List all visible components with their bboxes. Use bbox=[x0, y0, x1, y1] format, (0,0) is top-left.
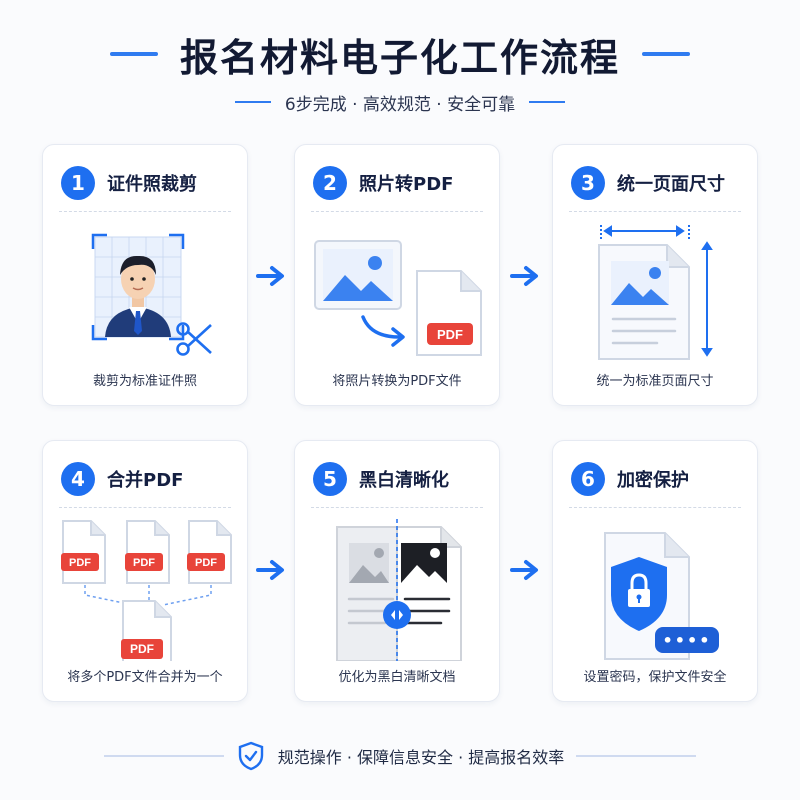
footer-text: 规范操作 · 保障信息安全 · 提高报名效率 bbox=[277, 748, 565, 767]
step-header: 4 合并PDF bbox=[61, 461, 237, 497]
footer-line-right bbox=[576, 755, 697, 757]
compare-slider-icon bbox=[383, 601, 411, 629]
divider bbox=[59, 211, 231, 212]
dimension-arrows-icon bbox=[600, 225, 713, 357]
step-title: 黑白清晰化 bbox=[359, 470, 449, 491]
footer: 规范操作 · 保障信息安全 · 提高报名效率 bbox=[0, 736, 800, 776]
step-caption: 统一为标准页面尺寸 bbox=[596, 374, 714, 389]
step-card-6: 6 加密保护 •••• 设置密码，保护文件安全 bbox=[552, 440, 758, 702]
title-dash-left bbox=[109, 52, 158, 56]
step-number: 2 bbox=[313, 166, 347, 200]
divider bbox=[569, 507, 741, 508]
pdf-file-icon bbox=[61, 520, 106, 584]
lock-shield-icon bbox=[611, 557, 667, 631]
divider bbox=[311, 507, 483, 508]
step-title: 合并PDF bbox=[107, 470, 184, 491]
step-number: 4 bbox=[61, 462, 95, 496]
step-number: 5 bbox=[313, 462, 347, 496]
step-title: 统一页面尺寸 bbox=[617, 174, 725, 195]
step-header: 3 统一页面尺寸 bbox=[571, 165, 747, 201]
merge-pdf-illustration: PDF PDF PDF PDF bbox=[61, 520, 232, 661]
page-title-row: 报名材料电子化工作流程 bbox=[0, 26, 800, 82]
arrow-right-icon bbox=[256, 560, 284, 580]
pdf-file-icon bbox=[416, 270, 482, 356]
page-size-illustration bbox=[598, 225, 713, 360]
pdf-badge-label: PDF bbox=[69, 557, 91, 569]
divider bbox=[59, 507, 231, 508]
shield-check-icon bbox=[238, 741, 263, 771]
arrow-right-icon bbox=[510, 266, 538, 286]
step-title: 照片转PDF bbox=[359, 174, 454, 195]
pdf-badge-label: PDF bbox=[133, 557, 155, 569]
step-card-4: 4 合并PDF PDF PDF PDF PDF 将 bbox=[42, 440, 248, 702]
pdf-file-icon bbox=[121, 600, 172, 661]
page-subtitle: 6步完成 · 高效规范 · 安全可靠 bbox=[284, 94, 516, 115]
divider bbox=[569, 211, 741, 212]
step-caption: 将照片转换为PDF文件 bbox=[332, 374, 462, 389]
pdf-file-icon bbox=[187, 520, 232, 584]
subtitle-row: 6步完成 · 高效规范 · 安全可靠 bbox=[0, 88, 800, 116]
step-caption: 优化为黑白清晰文档 bbox=[338, 670, 456, 685]
pdf-file-icon bbox=[125, 520, 170, 584]
pdf-badge-label: PDF bbox=[130, 642, 154, 656]
step-card-3: 3 统一页面尺寸 统一为标准页面尺寸 bbox=[552, 144, 758, 406]
step-header: 2 照片转PDF bbox=[313, 165, 489, 201]
arrow-right-icon bbox=[510, 560, 538, 580]
step-number: 1 bbox=[61, 166, 95, 200]
step-title: 证件照裁剪 bbox=[107, 174, 197, 195]
photo-to-pdf-illustration: PDF bbox=[314, 240, 482, 356]
step-card-5: 5 黑白清晰化 优化为黑白清晰文档 bbox=[294, 440, 500, 702]
footer-line-left bbox=[103, 755, 224, 757]
title-dash-right bbox=[642, 52, 690, 56]
pdf-badge-label: PDF bbox=[437, 327, 463, 342]
subtitle-line-left bbox=[234, 101, 271, 103]
step-header: 1 证件照裁剪 bbox=[61, 165, 237, 201]
step-number: 6 bbox=[571, 462, 605, 496]
scissors-icon bbox=[176, 322, 212, 356]
encryption-illustration: •••• bbox=[604, 532, 719, 660]
step-caption: 设置密码，保护文件安全 bbox=[583, 670, 727, 685]
step-header: 5 黑白清晰化 bbox=[313, 461, 489, 497]
step-card-1: 1 证件照裁剪 裁剪为标准证件照 bbox=[42, 144, 248, 406]
black-white-illustration bbox=[336, 519, 462, 661]
password-mask: •••• bbox=[663, 631, 712, 650]
pdf-badge-label: PDF bbox=[195, 557, 217, 569]
step-caption: 将多个PDF文件合并为一个 bbox=[67, 670, 223, 685]
step-title: 加密保护 bbox=[617, 470, 689, 491]
image-icon bbox=[314, 240, 402, 310]
arrow-right-icon bbox=[256, 266, 284, 286]
page-title: 报名材料电子化工作流程 bbox=[179, 35, 620, 80]
divider bbox=[311, 211, 483, 212]
step-header: 6 加密保护 bbox=[571, 461, 747, 497]
step-caption: 裁剪为标准证件照 bbox=[92, 374, 197, 389]
id-photo-crop-illustration bbox=[91, 233, 212, 356]
step-card-2: 2 照片转PDF PDF 将照片转换为PDF文件 bbox=[294, 144, 500, 406]
step-number: 3 bbox=[571, 166, 605, 200]
subtitle-line-right bbox=[529, 101, 566, 103]
